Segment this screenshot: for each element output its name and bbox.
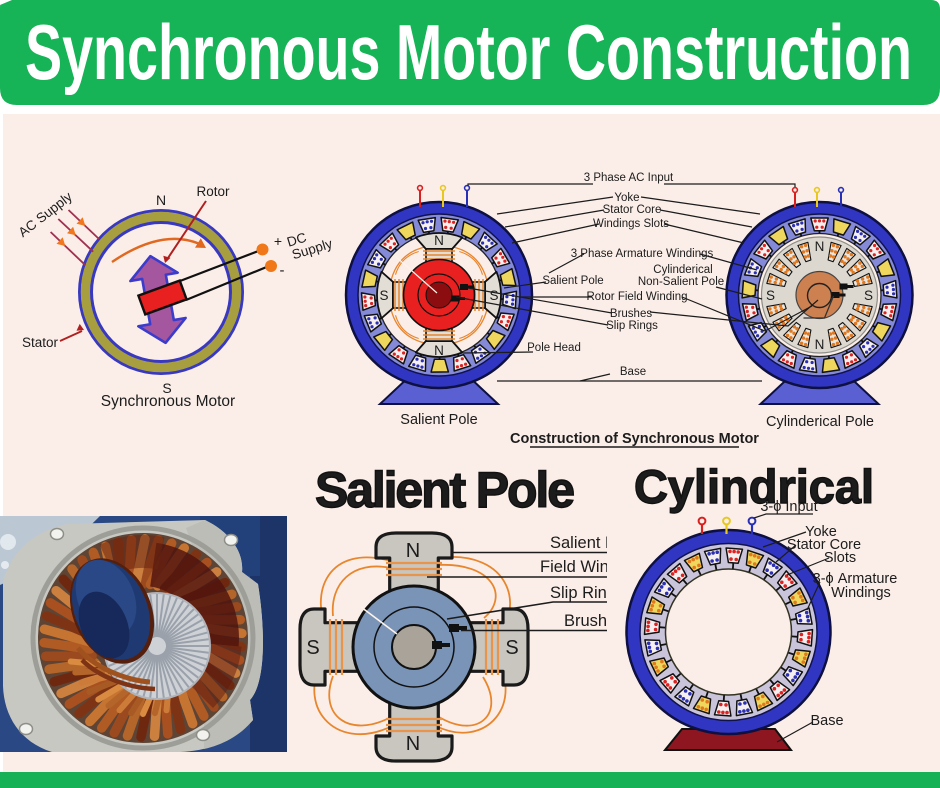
svg-text:+: + <box>274 233 282 249</box>
svg-text:S: S <box>489 288 498 303</box>
svg-text:Brushes: Brushes <box>564 612 625 630</box>
svg-text:Cylindrical: Cylindrical <box>634 460 874 513</box>
svg-text:S: S <box>766 288 775 303</box>
svg-text:Field Windin: Field Windin <box>540 558 631 576</box>
svg-text:Salient Po: Salient Po <box>550 534 625 552</box>
svg-text:Slip Rings: Slip Rings <box>606 320 658 332</box>
svg-text:S: S <box>162 380 171 396</box>
svg-text:S: S <box>864 288 873 303</box>
svg-text:N: N <box>156 192 166 208</box>
svg-text:Stator Core: Stator Core <box>787 537 861 553</box>
svg-text:Stator: Stator <box>22 335 59 350</box>
svg-text:N: N <box>815 239 825 254</box>
svg-text:N: N <box>815 337 825 352</box>
svg-text:Cylinderical: Cylinderical <box>653 264 712 276</box>
svg-text:Yoke: Yoke <box>614 192 639 204</box>
svg-text:Cylinderical Pole: Cylinderical Pole <box>766 414 874 430</box>
svg-text:Non-Salient Pole: Non-Salient Pole <box>638 276 724 288</box>
svg-text:3 Phase AC Input: 3 Phase AC Input <box>584 172 674 184</box>
svg-text:S: S <box>379 288 388 303</box>
svg-text:Base: Base <box>620 366 646 378</box>
svg-text:Windings Slots: Windings Slots <box>593 218 669 230</box>
svg-text:Salient Pole: Salient Pole <box>542 275 603 287</box>
svg-text:Base: Base <box>810 713 843 729</box>
svg-text:Synchronous Motor Construction: Synchronous Motor Construction <box>25 8 912 96</box>
svg-text:N: N <box>406 733 420 755</box>
svg-text:Brushes: Brushes <box>610 308 652 320</box>
svg-text:N: N <box>406 540 420 562</box>
svg-text:N: N <box>434 233 444 248</box>
svg-text:Yoke: Yoke <box>805 524 837 540</box>
svg-text:3 Phase Armature Windings: 3 Phase Armature Windings <box>571 248 714 260</box>
svg-text:Salient Pole: Salient Pole <box>315 462 575 518</box>
svg-text:3-ϕ Input: 3-ϕ Input <box>760 499 817 515</box>
svg-text:Rotor: Rotor <box>196 184 230 199</box>
svg-text:DC: DC <box>285 230 308 250</box>
svg-text:Salient Pole: Salient Pole <box>400 412 477 428</box>
svg-text:Slots: Slots <box>824 550 856 566</box>
svg-text:Construction of Synchronous Mo: Construction of Synchronous Motor <box>510 431 759 447</box>
svg-text:-: - <box>280 262 285 279</box>
svg-text:S: S <box>306 637 319 659</box>
svg-text:N: N <box>434 343 444 358</box>
svg-text:Windings: Windings <box>831 585 891 601</box>
svg-text:S: S <box>505 637 518 659</box>
svg-text:3-ϕ Armature: 3-ϕ Armature <box>813 571 898 587</box>
svg-text:Synchronous Motor: Synchronous Motor <box>101 393 235 410</box>
svg-text:Pole Head: Pole Head <box>527 342 581 354</box>
svg-text:Rotor Field Winding: Rotor Field Winding <box>587 291 688 303</box>
svg-text:Slip Ring: Slip Ring <box>550 584 616 602</box>
svg-text:Stator Core: Stator Core <box>603 204 662 216</box>
